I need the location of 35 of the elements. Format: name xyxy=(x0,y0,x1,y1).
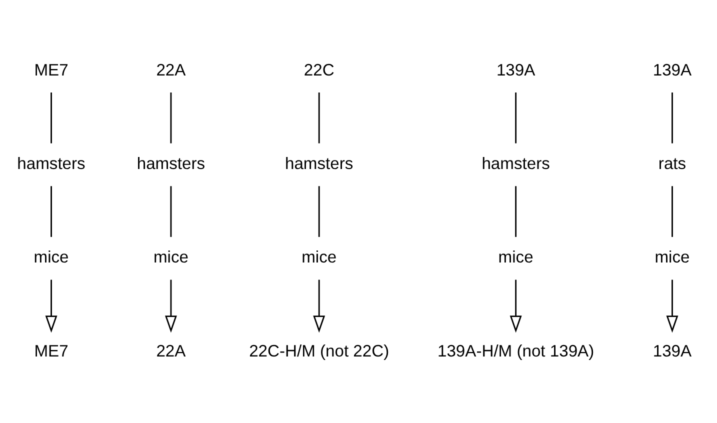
arrow xyxy=(45,280,58,333)
connector xyxy=(672,186,673,237)
arrow xyxy=(164,280,177,333)
connector xyxy=(515,186,517,237)
node-text: mice xyxy=(153,248,188,267)
node-text: 139A xyxy=(652,60,692,80)
node-text: 139A xyxy=(652,341,692,360)
node-text: 22C xyxy=(304,60,334,80)
node-text: 139A xyxy=(496,60,536,80)
node-text: hamsters xyxy=(136,154,206,174)
node-text: mice xyxy=(302,248,337,267)
connector xyxy=(170,186,172,237)
node-text: ME7 xyxy=(34,60,68,80)
arrow xyxy=(666,280,678,333)
connector xyxy=(50,92,52,144)
node-text: hamsters xyxy=(482,154,550,174)
node-text: mice xyxy=(654,248,690,267)
node-text: ME7 xyxy=(34,341,68,360)
node-text: mice xyxy=(34,248,69,267)
arrow xyxy=(510,280,522,333)
node-text: 22A xyxy=(156,341,186,360)
connector xyxy=(50,186,52,237)
connector xyxy=(515,92,517,144)
node-text: rats xyxy=(658,154,686,174)
connector xyxy=(170,92,172,144)
node-text: hamsters xyxy=(17,154,86,174)
connector xyxy=(318,186,320,237)
connector xyxy=(672,92,673,144)
node-text: 139A-H/M (not 139A) xyxy=(437,341,594,360)
arrow xyxy=(313,280,326,333)
connector xyxy=(318,92,320,144)
node-text: hamsters xyxy=(285,154,354,174)
node-text: 22A xyxy=(156,60,186,80)
node-text: 22C-H/M (not 22C) xyxy=(249,341,390,360)
node-text: mice xyxy=(498,248,534,267)
